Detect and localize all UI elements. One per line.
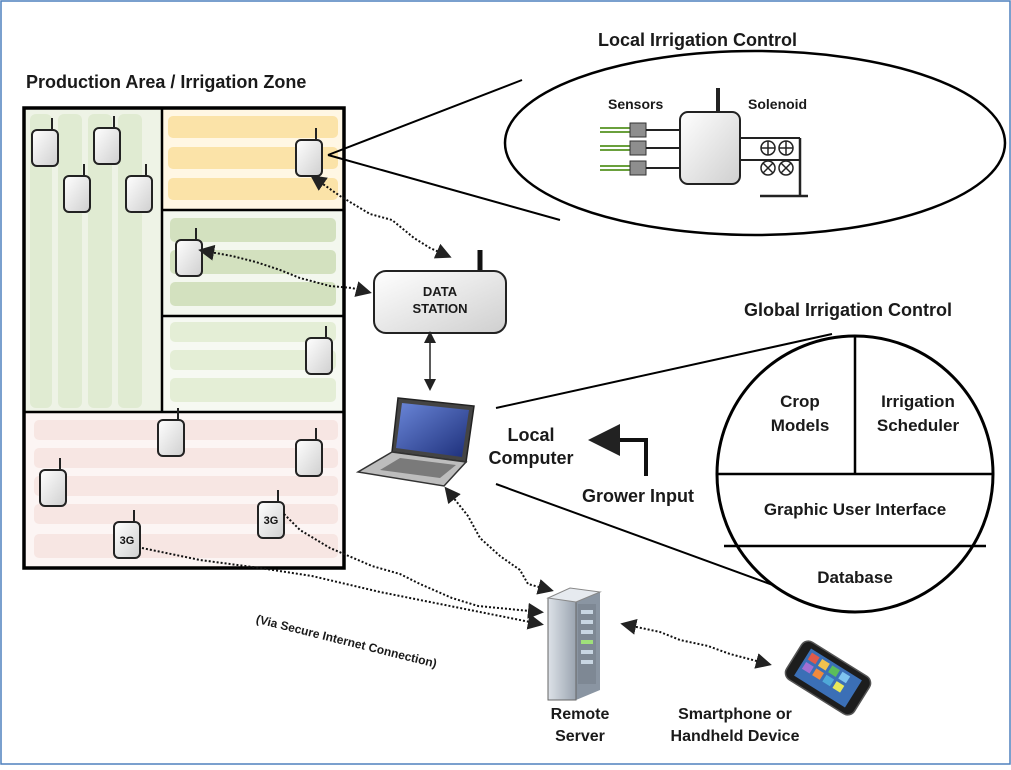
remote-server-line2: Server bbox=[555, 728, 605, 745]
smartphone-line1: Smartphone or bbox=[678, 706, 792, 723]
node-body bbox=[63, 175, 91, 213]
sensor-node-6 bbox=[305, 326, 333, 375]
sensor-node-2 bbox=[63, 164, 91, 213]
local-irrigation-control bbox=[327, 49, 1007, 237]
sensor-node-0 bbox=[31, 118, 59, 167]
crop-models-line1: Crop bbox=[780, 392, 820, 411]
server-icon bbox=[546, 587, 602, 701]
node-3g-11: 3G bbox=[113, 510, 141, 559]
sensor-node-1 bbox=[93, 116, 121, 165]
node-body bbox=[93, 127, 121, 165]
local-computer-label: Local Computer bbox=[486, 424, 576, 470]
sensor-probes bbox=[600, 122, 680, 176]
wireless-links bbox=[141, 175, 772, 669]
link-server-phone bbox=[620, 619, 772, 669]
node-body bbox=[157, 419, 185, 457]
laptop-icon bbox=[355, 397, 475, 487]
node-3g-label: 3G bbox=[120, 535, 135, 547]
sensor-node-8 bbox=[295, 428, 323, 477]
node-body bbox=[113, 521, 141, 559]
node-body bbox=[125, 175, 153, 213]
sensors-label: Sensors bbox=[608, 96, 664, 112]
grower-input-arrow bbox=[588, 424, 648, 476]
production-area-title: Production Area / Irrigation Zone bbox=[26, 72, 307, 92]
link-computer-server bbox=[444, 486, 554, 595]
sensor-node-3 bbox=[125, 164, 153, 213]
controller-box bbox=[679, 111, 741, 185]
irrigation-scheduler-label: Irrigation Scheduler bbox=[860, 390, 976, 438]
smartphone-icon bbox=[784, 640, 872, 716]
node-body bbox=[295, 139, 323, 177]
global-irrigation-control bbox=[495, 333, 995, 614]
irrigation-scheduler-line1: Irrigation bbox=[881, 392, 955, 411]
wireless-nodes: 3G 3G bbox=[31, 116, 333, 559]
node-body bbox=[39, 469, 67, 507]
database-label: Database bbox=[817, 568, 893, 587]
crop-models-line2: Models bbox=[770, 416, 830, 435]
node-body bbox=[175, 239, 203, 277]
smartphone-line2: Handheld Device bbox=[670, 728, 800, 745]
node-body bbox=[295, 439, 323, 477]
data-station-label: DATA STATION bbox=[374, 283, 506, 317]
grower-input-label: Grower Input bbox=[582, 486, 694, 506]
local-control-ellipse bbox=[503, 49, 1007, 237]
sensor-node-9 bbox=[39, 458, 67, 507]
data-station-box bbox=[373, 270, 507, 334]
irrigation-scheduler-line2: Scheduler bbox=[876, 416, 960, 435]
global-control-title: Global Irrigation Control bbox=[744, 300, 952, 320]
node-body bbox=[31, 129, 59, 167]
data-station bbox=[373, 250, 507, 334]
link-yellow-zone-station bbox=[310, 175, 452, 259]
node-3g-10: 3G bbox=[257, 490, 285, 539]
smartphone-label: Smartphone or Handheld Device bbox=[660, 704, 810, 748]
data-station-line1: DATA bbox=[422, 284, 458, 299]
node-body bbox=[305, 337, 333, 375]
link-3g-node-a-server bbox=[283, 513, 544, 619]
link-3g-node-b-server bbox=[141, 547, 544, 630]
node-body bbox=[257, 501, 285, 539]
sensor-node-4 bbox=[295, 128, 323, 177]
remote-server-label: Remote Server bbox=[540, 704, 620, 748]
local-computer-line2: Computer bbox=[488, 448, 574, 468]
crop-models-label: Crop Models bbox=[752, 390, 848, 438]
local-computer-line1: Local bbox=[507, 425, 555, 445]
data-station-line2: STATION bbox=[412, 301, 468, 316]
local-control-title: Local Irrigation Control bbox=[598, 30, 798, 50]
gui-label: Graphic User Interface bbox=[763, 500, 947, 519]
sensor-node-7 bbox=[157, 408, 185, 457]
node-3g-label: 3G bbox=[264, 515, 279, 527]
solenoid-valves bbox=[740, 137, 808, 198]
remote-server-line1: Remote bbox=[550, 706, 610, 723]
solenoid-label: Solenoid bbox=[748, 96, 808, 112]
